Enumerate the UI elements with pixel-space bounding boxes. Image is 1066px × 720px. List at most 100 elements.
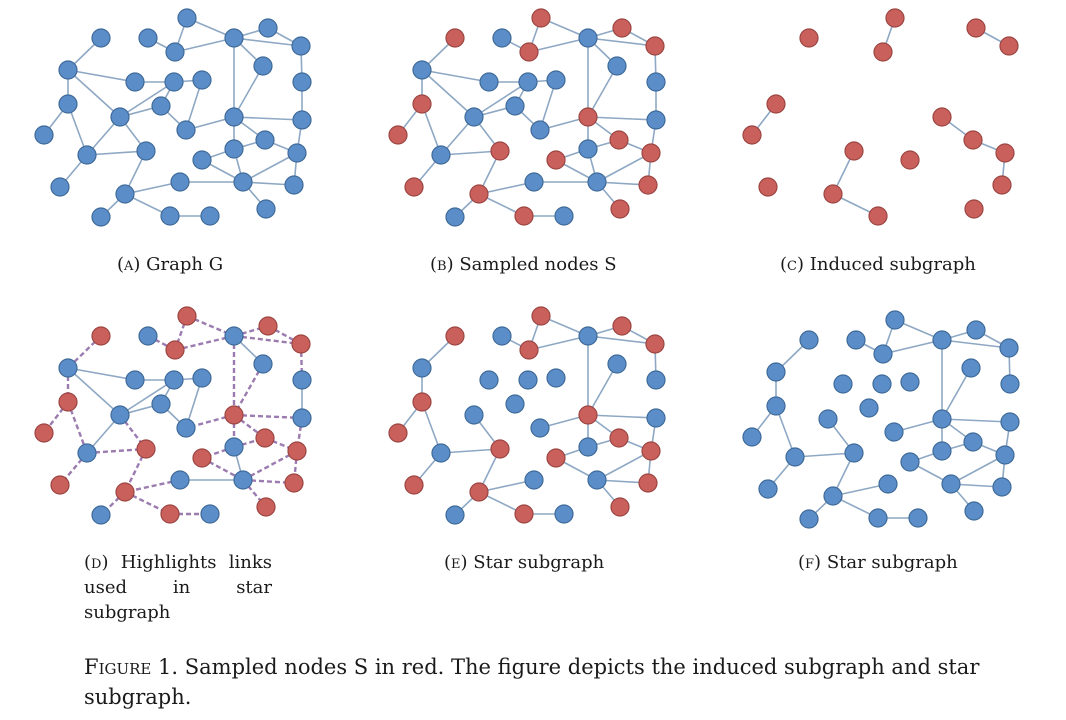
graph-node <box>900 452 920 472</box>
sampled-node <box>546 150 566 170</box>
sampled-node <box>612 18 632 38</box>
graph-edge <box>233 37 302 47</box>
graph-node <box>900 372 920 392</box>
graph-node <box>287 143 307 163</box>
graph-node <box>91 28 111 48</box>
sampled-node <box>469 482 489 502</box>
graph-edge <box>67 367 136 381</box>
graph-node <box>136 141 156 161</box>
graph-edge <box>587 363 618 416</box>
panel-f-title: Star subgraph <box>826 552 958 573</box>
panel-a-graph <box>34 8 312 227</box>
panel-c-graph <box>742 8 1019 226</box>
graph-node <box>587 172 607 192</box>
graph-node <box>91 505 111 525</box>
graph-node <box>224 107 244 127</box>
graph-edge <box>882 339 943 355</box>
graph-node <box>932 330 952 350</box>
graph-node <box>578 28 598 48</box>
panel-c-title: Induced subgraph <box>809 254 976 275</box>
panel-b-tag: (b) <box>430 254 454 275</box>
graph-node <box>151 96 171 116</box>
graph-node <box>530 418 550 438</box>
sampled-node <box>868 206 888 226</box>
panel-b-graph <box>388 8 666 227</box>
graph-node <box>164 370 184 390</box>
graph-node <box>992 477 1012 497</box>
highlighted-edge <box>173 315 189 351</box>
graph-node <box>518 72 538 92</box>
graph-node <box>607 56 627 76</box>
graph-node <box>200 206 220 226</box>
graph-node <box>524 470 544 490</box>
graph-node <box>170 470 190 490</box>
sampled-node <box>885 8 905 28</box>
graph-edge <box>67 367 121 416</box>
sampled-node <box>531 8 551 28</box>
graph-node <box>291 36 311 56</box>
graph-edge <box>233 116 303 121</box>
sampled-node <box>610 199 630 219</box>
graph-edge <box>440 448 501 454</box>
sampled-node <box>932 107 952 127</box>
graph-node <box>151 394 171 414</box>
graph-edge <box>67 69 136 83</box>
graph-node <box>766 362 786 382</box>
graph-node <box>961 358 981 378</box>
graph-node <box>518 370 538 390</box>
graph-node <box>58 94 78 114</box>
panel-b-title: Sampled nodes S <box>459 254 617 275</box>
graph-node <box>908 508 928 528</box>
graph-node <box>176 120 196 140</box>
graph-node <box>587 470 607 490</box>
graph-edge <box>440 150 501 156</box>
graph-node <box>785 447 805 467</box>
graph-node <box>524 172 544 192</box>
sampled-node <box>91 326 111 346</box>
sampled-node <box>609 130 629 150</box>
graph-edge <box>596 450 652 481</box>
graph-node <box>932 409 952 429</box>
graph-node <box>964 501 984 521</box>
graph-edge <box>528 37 589 53</box>
graph-node <box>479 72 499 92</box>
sampled-node <box>638 473 658 493</box>
sampled-node <box>758 177 778 197</box>
sampled-node <box>469 184 489 204</box>
graph-node <box>138 326 158 346</box>
highlighted-edge <box>242 479 267 508</box>
graph-edge <box>596 152 652 183</box>
sampled-node <box>900 150 920 170</box>
graph-node <box>125 370 145 390</box>
sampled-node <box>844 141 864 161</box>
figure-caption-text: Sampled nodes S in red. The figure depic… <box>84 655 980 709</box>
sampled-node <box>160 504 180 524</box>
panel-d-caption: (d) Highlights links used in star subgra… <box>84 550 272 625</box>
graph-node <box>530 120 550 140</box>
sampled-node <box>578 405 598 425</box>
sampled-node <box>50 475 70 495</box>
graph-node <box>292 408 312 428</box>
graph-node <box>256 199 276 219</box>
sampled-node <box>284 473 304 493</box>
sampled-node <box>645 334 665 354</box>
graph-node <box>823 486 843 506</box>
sampled-node <box>578 107 598 127</box>
highlighted-edge <box>232 363 265 416</box>
graph-edge <box>587 37 656 47</box>
graph-node <box>110 107 130 127</box>
sampled-node <box>388 423 408 443</box>
graph-node <box>192 150 212 170</box>
sampled-node <box>58 392 78 412</box>
graph-node <box>799 509 819 529</box>
sampled-node <box>256 497 276 517</box>
graph-node <box>505 394 525 414</box>
graph-node <box>77 145 97 165</box>
graph-node <box>479 370 499 390</box>
sampled-node <box>963 130 983 150</box>
graph-edge <box>528 335 589 351</box>
sampled-node <box>766 94 786 114</box>
sampled-node <box>34 423 54 443</box>
graph-node <box>445 207 465 227</box>
graph-node <box>546 70 566 90</box>
